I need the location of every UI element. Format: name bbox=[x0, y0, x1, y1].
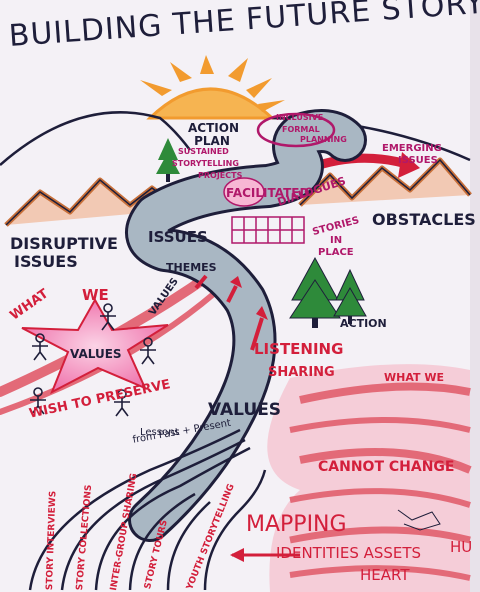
hill-outline bbox=[0, 111, 191, 166]
label-emerging-1: EMERGING bbox=[382, 143, 442, 154]
tree-icon bbox=[156, 138, 180, 182]
river-arrow-3 bbox=[194, 274, 208, 290]
label-sustained-2: STORYTELLING bbox=[172, 159, 239, 168]
grid-bridge bbox=[231, 216, 305, 244]
label-lessons-1: Lessons bbox=[140, 427, 180, 438]
streams bbox=[28, 428, 267, 591]
label-obstacles: OBSTACLES bbox=[372, 210, 476, 229]
river-arrowhead-1 bbox=[256, 306, 268, 320]
action-trees bbox=[289, 256, 367, 328]
emerging-arrowhead bbox=[398, 152, 420, 178]
river-arrowhead-2 bbox=[230, 276, 242, 288]
label-stories-2: IN bbox=[330, 235, 343, 246]
mountains bbox=[4, 157, 472, 227]
label-mapping: MAPPING bbox=[246, 512, 347, 537]
label-emerging-2: ISSUES bbox=[398, 155, 438, 166]
river bbox=[125, 109, 367, 542]
paper-edge bbox=[470, 0, 480, 592]
label-action-plan: ACTION PLAN bbox=[188, 121, 239, 149]
label-heart: HEART bbox=[360, 566, 410, 584]
planning-oval bbox=[256, 112, 336, 148]
label-listening: LISTENING bbox=[254, 340, 344, 358]
label-facilitated: FACILITATED bbox=[226, 186, 310, 200]
values-star bbox=[21, 297, 169, 395]
label-what-we: WHAT WE bbox=[384, 371, 444, 384]
label-values: VALUES bbox=[208, 400, 282, 420]
label-cannot-change: CANNOT CHANGE bbox=[318, 459, 455, 475]
label-star-values: VALUES bbox=[70, 347, 122, 361]
label-disruptive-1: DISRUPTIVE bbox=[10, 234, 118, 253]
label-themes: THEMES bbox=[166, 261, 217, 274]
label-formal: FORMAL bbox=[282, 125, 320, 134]
sketch-icon bbox=[397, 509, 441, 531]
label-action: ACTION bbox=[340, 317, 387, 330]
facilitated-blob bbox=[223, 177, 265, 207]
label-stories-3: PLACE bbox=[318, 247, 354, 258]
river-arrow-2 bbox=[226, 285, 238, 303]
label-identities: IDENTITIES ASSETS bbox=[276, 544, 422, 562]
label-issues: ISSUES bbox=[148, 228, 208, 246]
label-we: WE bbox=[82, 286, 109, 304]
sun-icon bbox=[140, 55, 285, 120]
label-sharing: SHARING bbox=[268, 365, 335, 380]
right-swoosh bbox=[230, 364, 472, 592]
label-planning: PLANNING bbox=[300, 135, 347, 144]
label-disruptive-2: ISSUES bbox=[14, 252, 78, 271]
label-sustained-3: PROJECTS bbox=[198, 171, 243, 180]
river-arrow-1 bbox=[250, 317, 264, 351]
label-hu: HU bbox=[450, 538, 473, 556]
label-sustained-1: SUSTAINED bbox=[178, 147, 229, 156]
figures bbox=[30, 303, 156, 417]
label-inclusive: INCLUSIVE bbox=[276, 113, 324, 122]
